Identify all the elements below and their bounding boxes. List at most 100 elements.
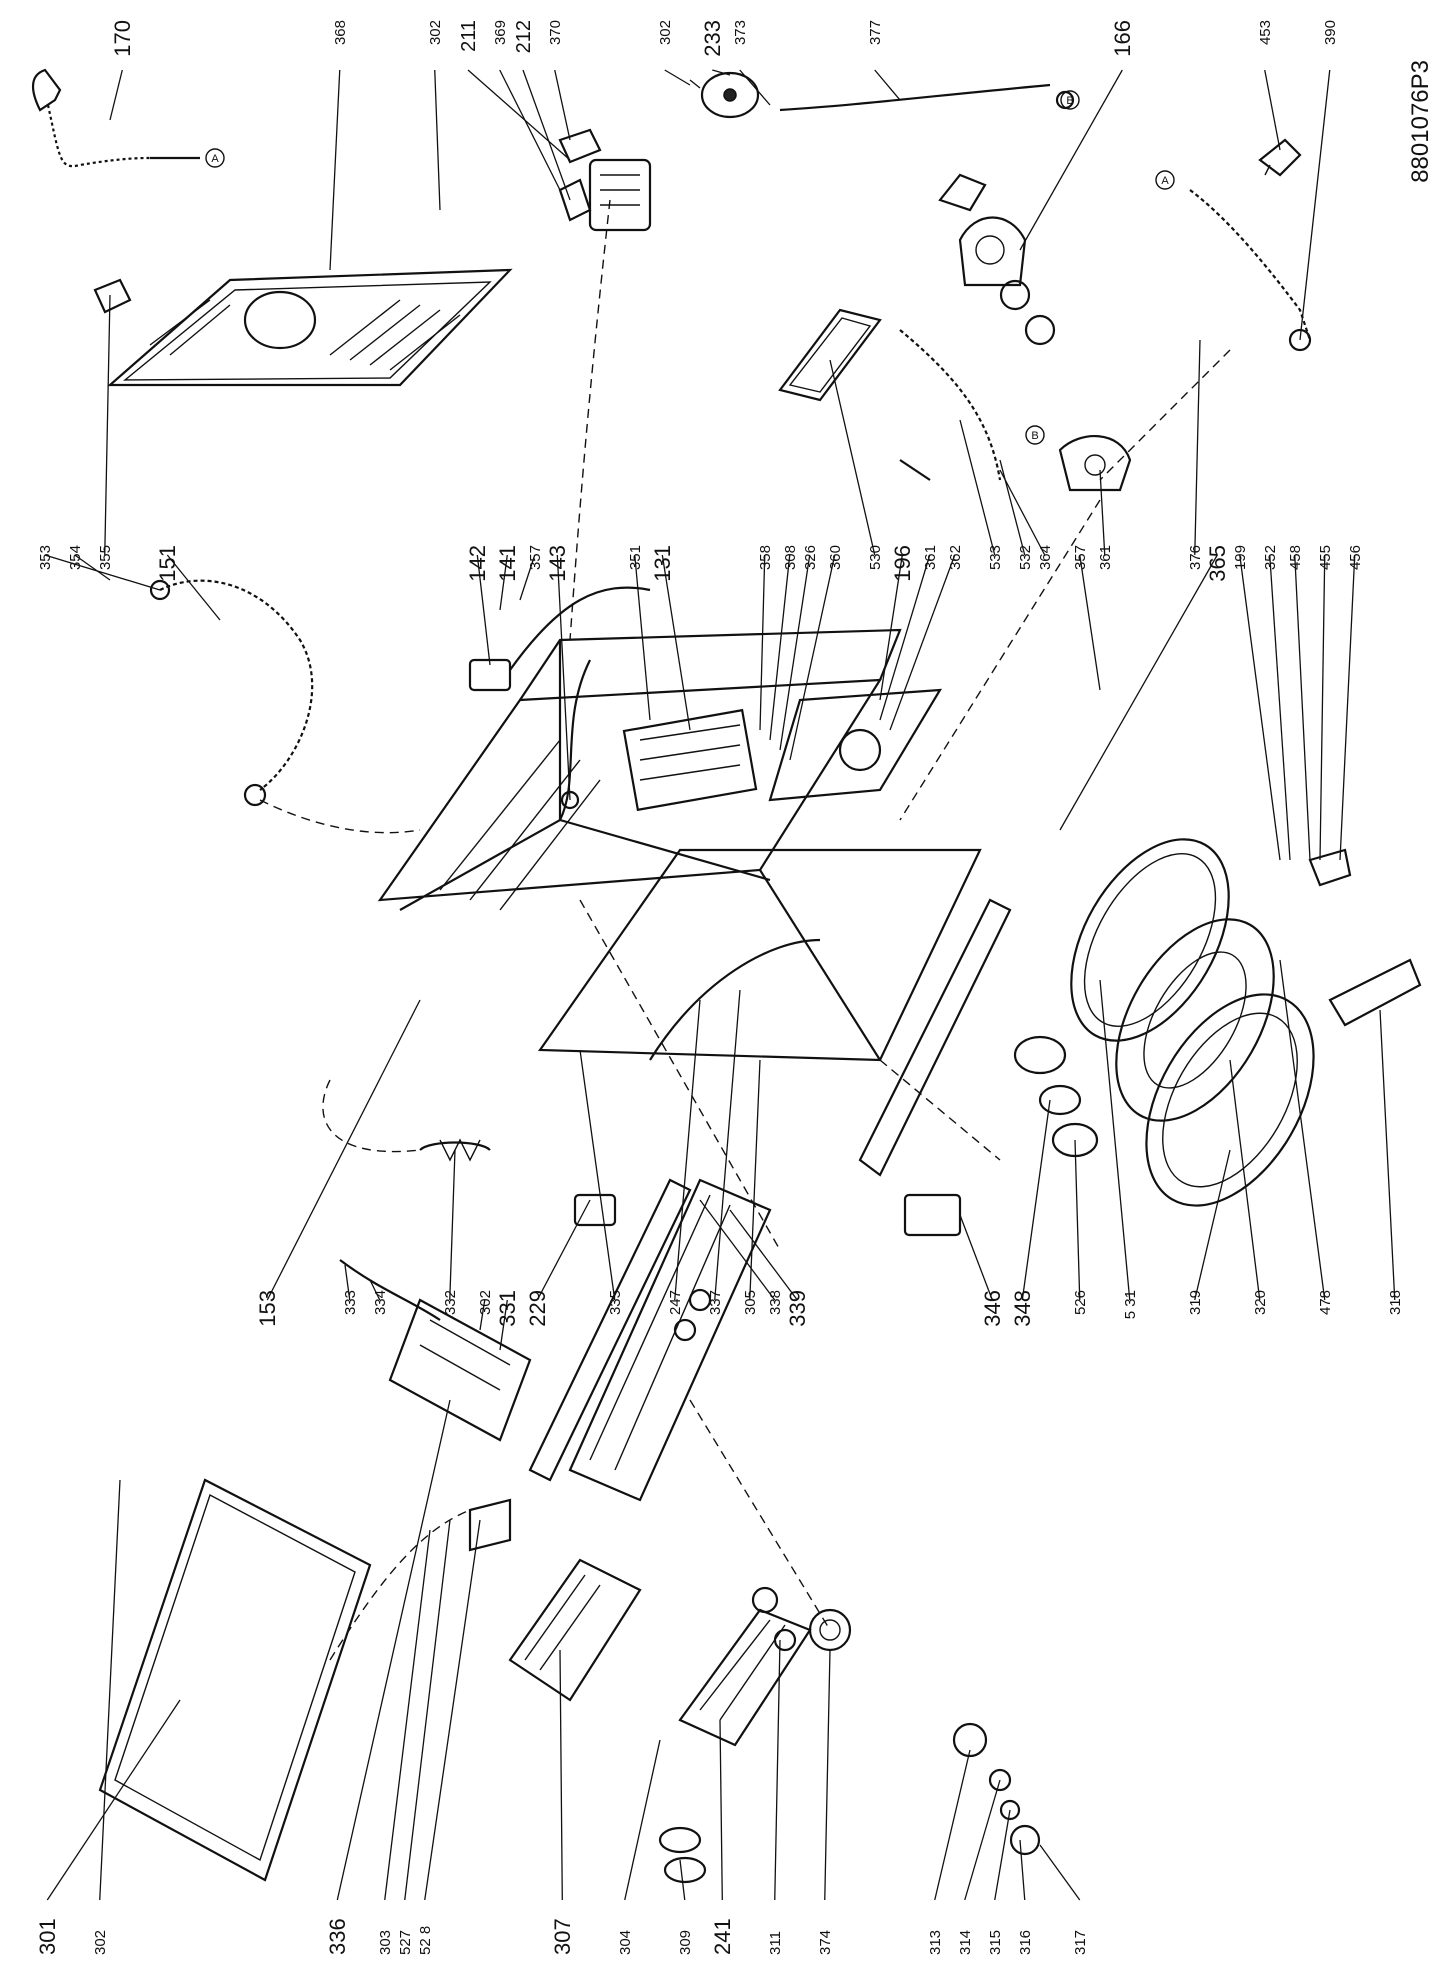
- part-label-l528: 52 8: [417, 1926, 434, 1955]
- leader-line-l199: [1239, 554, 1281, 861]
- leader-line-l307: [559, 1649, 563, 1901]
- leader-line-l527: [404, 1519, 451, 1901]
- part-170-drain-hose: [32, 68, 200, 168]
- part-label-l533: 533: [987, 545, 1004, 570]
- leader-line-l390: [1299, 69, 1331, 341]
- part-348-hinge-set: [1013, 1035, 1099, 1158]
- leader-line-l453: [1264, 69, 1281, 151]
- leader-line-l335: [579, 1049, 616, 1301]
- part-label-l453: 453: [1257, 20, 1274, 45]
- part-label-l326: 326: [802, 545, 819, 570]
- dashed-connection: [1099, 349, 1231, 481]
- leader-line-l361a: [879, 554, 931, 721]
- dashed-connection: [322, 1079, 421, 1153]
- leader-line-l357b: [1079, 554, 1101, 691]
- part-label-l316: 316: [1017, 1930, 1034, 1955]
- leader-line-l313: [934, 1749, 971, 1901]
- leader-line-l373: [739, 69, 771, 106]
- dashed-connection: [689, 1399, 831, 1631]
- leader-line-l346: [959, 1214, 993, 1301]
- leader-line-l370: [554, 69, 571, 141]
- part-label-l354: 354: [67, 545, 84, 570]
- part-label-l318: 318: [1387, 1290, 1404, 1315]
- part-label-l229: 229: [525, 1290, 550, 1327]
- part-377-pressure-tube: [779, 83, 1075, 112]
- part-label-l337: 337: [707, 1290, 724, 1315]
- leader-line-l354: [74, 554, 111, 581]
- part-label-l373: 373: [732, 20, 749, 45]
- part-label-l365: 365: [1205, 545, 1230, 582]
- leader-line-l355: [104, 294, 111, 556]
- leader-line-l131: [661, 554, 691, 731]
- leader-line-l309: [679, 1859, 686, 1901]
- part-label-l336: 336: [325, 1918, 350, 1955]
- leader-line-l143: [556, 554, 571, 801]
- connector-marker-text: A: [1161, 175, 1169, 187]
- part-368-rear-panel: [107, 268, 513, 387]
- part-label-l527: 527: [397, 1930, 414, 1955]
- dashed-connection: [899, 499, 1101, 821]
- part-label-l319: 319: [1187, 1290, 1204, 1315]
- part-166-drain-pump: [938, 173, 1056, 346]
- leader-line-l338: [699, 1199, 776, 1301]
- part-label-l355: 355: [97, 545, 114, 570]
- leader-line-l151: [166, 554, 221, 621]
- part-label-l376: 376: [1187, 545, 1204, 570]
- connector-marker-text: A: [211, 153, 219, 165]
- part-346-door-lock: [903, 1193, 962, 1237]
- part-label-l346: 346: [980, 1290, 1005, 1327]
- part-label-l370: 370: [547, 20, 564, 45]
- leader-line-l302c: [479, 1299, 486, 1331]
- leader-line-l241: [719, 1719, 723, 1901]
- part-label-l302b: 302: [657, 20, 674, 45]
- part-label-l361a: 361: [922, 545, 939, 570]
- part-label-l339: 339: [785, 1290, 810, 1327]
- part-233-pressure-switch: [689, 71, 760, 119]
- part-label-l317: 317: [1072, 1930, 1089, 1955]
- leader-line-l319: [1194, 1149, 1231, 1301]
- part-361-pump-housing: [1058, 435, 1132, 492]
- part-label-l212: 212: [513, 20, 535, 53]
- part-319-door-ring: [1145, 993, 1315, 1207]
- leader-line-l314: [964, 1779, 1001, 1901]
- leader-line-l212: [522, 69, 571, 201]
- part-229-switch: [573, 1193, 617, 1227]
- part-309-cups: [658, 1826, 707, 1884]
- leader-line-l348: [1021, 1099, 1051, 1301]
- part-label-l360: 360: [827, 545, 844, 570]
- part-label-l241: 241: [710, 1918, 735, 1955]
- leader-line-l528: [424, 1519, 481, 1901]
- part-label-l151: 151: [155, 545, 180, 582]
- part-label-l315: 315: [987, 1930, 1004, 1955]
- leader-line-l331: [499, 1299, 508, 1351]
- part-label-l335: 335: [607, 1290, 624, 1315]
- part-338-panel-bracket: [528, 1178, 692, 1482]
- part-label-l333: 333: [342, 1290, 359, 1315]
- part-label-l530: 530: [867, 545, 884, 570]
- part-313-selector: [952, 1722, 1041, 1856]
- part-307-drawer: [508, 1558, 642, 1702]
- leader-line-l142: [476, 554, 491, 666]
- leader-line-l316: [1019, 1839, 1026, 1901]
- part-label-l331: 331: [495, 1290, 520, 1327]
- leader-line-l320: [1229, 1059, 1261, 1301]
- connector-marker-text: B: [1066, 95, 1073, 107]
- leader-line-l377: [874, 69, 901, 101]
- leader-line-l369: [499, 69, 561, 191]
- part-311-cap: [751, 1586, 797, 1652]
- leader-line-l303: [384, 1529, 431, 1901]
- leader-line-l305: [749, 1059, 761, 1301]
- leader-line-l332: [449, 1149, 456, 1301]
- leader-line-l302a: [434, 69, 441, 211]
- part-318-cover: [1328, 958, 1422, 1027]
- leader-line-l374: [824, 1649, 831, 1901]
- part-453-clip: [1258, 138, 1302, 177]
- leader-lines: [44, 69, 1396, 1901]
- part-label-l357a: 357: [527, 545, 544, 570]
- leader-line-l352: [1269, 554, 1291, 861]
- part-label-l531: 5 31: [1122, 1290, 1139, 1319]
- part-label-l320: 320: [1252, 1290, 1269, 1315]
- connector-marker-mA2: A: [1155, 170, 1175, 190]
- part-390-hose: [1189, 189, 1312, 352]
- part-label-l332: 332: [442, 1290, 459, 1315]
